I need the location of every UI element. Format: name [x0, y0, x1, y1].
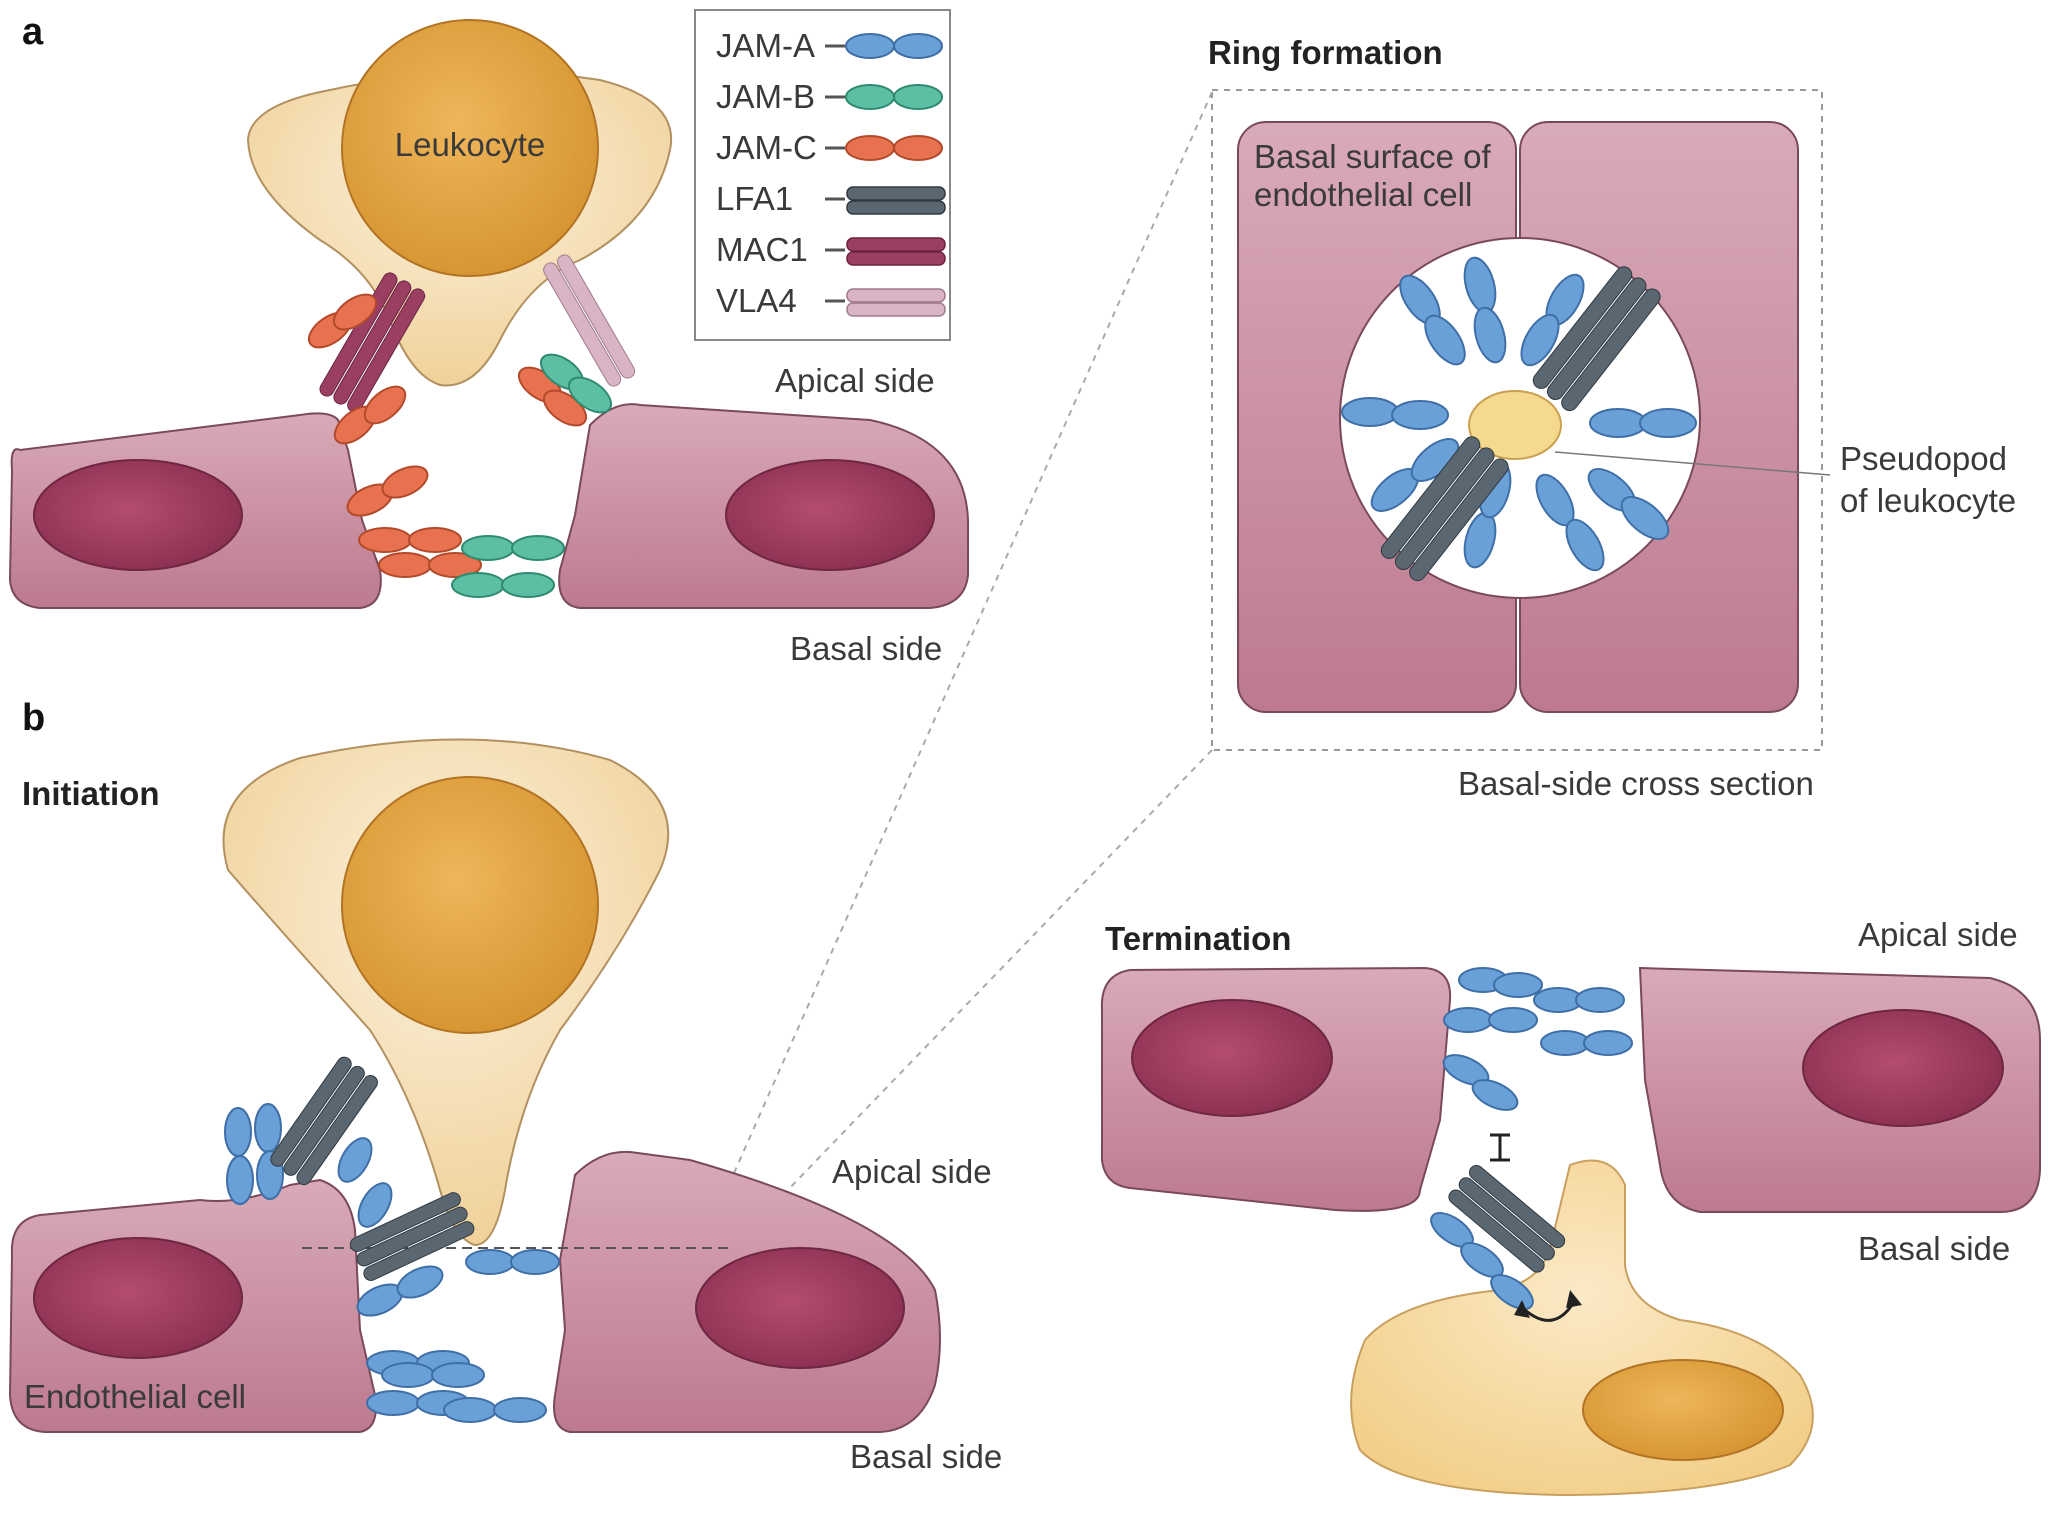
arrow-head-left [1514, 1300, 1530, 1318]
leukocyte-nucleus [341, 776, 599, 1034]
legend-swatch [845, 84, 895, 110]
nucleus [725, 459, 935, 571]
connector-line-lower [729, 749, 1213, 1251]
ring-cross-section: Basal surface of endothelial cell [1237, 121, 1799, 713]
legend-label: JAM-B [716, 78, 815, 115]
panel-b-right-endothelial-cell [553, 1150, 941, 1433]
termination-left-endothelial-cell [1100, 966, 1452, 1212]
apical-side-label-a: Apical side [775, 362, 935, 399]
panel-a-right-endothelial-cell [558, 403, 969, 609]
basal-surface-label-1: Basal surface of [1254, 138, 1491, 175]
leukocyte-nucleus [1582, 1359, 1784, 1461]
leukocyte-label: Leukocyte [395, 126, 545, 163]
apical-side-label-b: Apical side [832, 1153, 992, 1190]
pseudopod-label-2: of leukocyte [1840, 482, 2016, 519]
pseudopod-leader-line [1554, 451, 1831, 476]
leukocyte-nucleus [341, 19, 599, 277]
basal-side-label-a: Basal side [790, 630, 942, 667]
legend-swatch [846, 237, 946, 252]
legend-label: JAM-C [716, 129, 817, 166]
ring-lfa1-lower [1380, 436, 1509, 582]
basal-side-label-b: Basal side [850, 1438, 1002, 1475]
nucleus [33, 1237, 243, 1359]
vla4-integrin [543, 254, 636, 387]
legend-swatch [893, 33, 943, 59]
legend-swatch [846, 288, 946, 303]
initiation-title: Initiation [22, 775, 159, 812]
ring-formation-title: Ring formation [1208, 34, 1443, 71]
legend-item-mac1: MAC1 [716, 231, 946, 268]
panel-a-leukocyte: Leukocyte [246, 19, 673, 387]
nucleus [1131, 999, 1333, 1117]
legend-label: MAC1 [716, 231, 808, 268]
pseudopod-label-1: Pseudopod [1840, 440, 2007, 477]
legend-swatch [846, 302, 946, 317]
legend-swatch [893, 135, 943, 161]
nucleus [1802, 1009, 2004, 1127]
panel-b-left-endothelial-cell: Endothelial cell [8, 1178, 377, 1433]
legend-swatch [893, 84, 943, 110]
apical-side-label-t: Apical side [1858, 916, 2018, 953]
nucleus [33, 459, 243, 571]
ring-formation-frame [1211, 89, 1823, 751]
cross-section-label: Basal-side cross section [1458, 765, 1814, 802]
termination-right-endothelial-cell [1638, 966, 2041, 1213]
initiation-lfa1-upper [270, 1056, 378, 1186]
legend-swatch [846, 251, 946, 266]
legend-item-jam-b: JAM-B [716, 78, 943, 115]
panel-a-label: a [22, 11, 44, 53]
initiation-lfa1-lower [349, 1192, 475, 1281]
panel-b-label: b [22, 697, 45, 739]
termination-lfa1 [1448, 1165, 1566, 1273]
termination-molecules [1430, 967, 1633, 1322]
panel-a-molecules [307, 254, 636, 598]
legend-swatch [846, 200, 946, 215]
termination-leukocyte [1350, 1159, 1814, 1497]
ring-lfa1-upper [1532, 266, 1661, 412]
panel-b-molecules [224, 1056, 560, 1423]
legend-label: VLA4 [716, 282, 797, 319]
legend-item-jam-c: JAM-C [716, 129, 943, 166]
nucleus [695, 1247, 905, 1369]
termination-title: Termination [1105, 920, 1291, 957]
legend-item-lfa1: LFA1 [716, 180, 946, 217]
legend-label: JAM-A [716, 27, 815, 64]
pseudopod [1468, 390, 1562, 460]
panel-a-left-endothelial-cell [8, 412, 382, 609]
panel-b-leukocyte [222, 738, 670, 1247]
legend-swatch [846, 186, 946, 201]
legend-item-jam-a: JAM-A [716, 27, 943, 64]
arrow-head-right [1566, 1290, 1582, 1308]
basal-surface-label-2: endothelial cell [1254, 176, 1472, 213]
endothelial-cell-label: Endothelial cell [24, 1378, 246, 1415]
legend-item-vla4: VLA4 [716, 282, 946, 319]
basal-side-label-t: Basal side [1858, 1230, 2010, 1267]
legend-swatch [845, 135, 895, 161]
legend-swatch [845, 33, 895, 59]
inhibition-symbol [1490, 1133, 1510, 1162]
legend-label: LFA1 [716, 180, 793, 217]
